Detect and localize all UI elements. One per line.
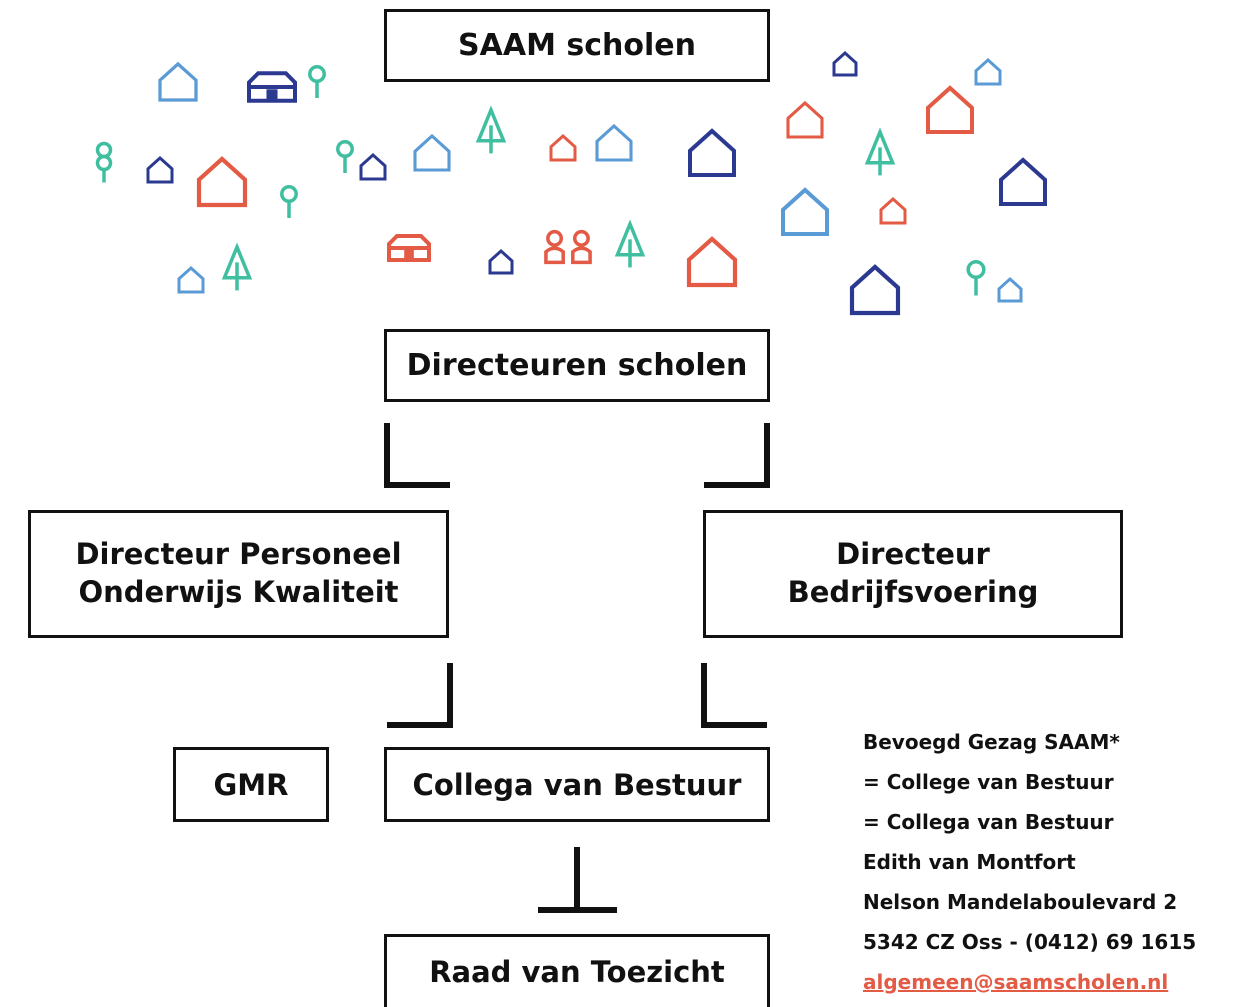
- connector-schools-right: [704, 423, 770, 488]
- directeuren-scholen-label: Directeuren scholen: [406, 348, 748, 383]
- info-address: Nelson Mandelaboulevard 2: [863, 890, 1178, 914]
- house-icon: [158, 61, 198, 102]
- house-icon: [688, 128, 736, 177]
- pin-icon: [966, 259, 986, 296]
- info-line-collega: = Collega van Bestuur: [863, 810, 1114, 834]
- contact-info: Bevoegd Gezag SAAM* = College van Bestuu…: [863, 722, 1196, 1002]
- tree-icon: [475, 105, 507, 154]
- house-icon: [359, 152, 387, 181]
- building-icon: [387, 234, 431, 262]
- tree-icon: [614, 219, 646, 268]
- saam-scholen-label: SAAM scholen: [458, 28, 696, 63]
- info-line-college: = College van Bestuur: [863, 770, 1114, 794]
- directeur-bedrijfsvoering-line1: Directeur: [836, 537, 990, 572]
- house-icon: [488, 248, 514, 275]
- house-icon: [196, 156, 248, 208]
- house-icon: [595, 123, 633, 162]
- pin-icon: [280, 185, 298, 218]
- connector-schools-left: [384, 423, 450, 488]
- connector-board-right: [701, 663, 767, 728]
- house-icon: [974, 57, 1002, 86]
- directeur-bedrijfsvoering-box: Directeur Bedrijfsvoering: [703, 510, 1123, 638]
- house-icon: [686, 236, 738, 288]
- directeur-bedrijfsvoering-line2: Bedrijfsvoering: [787, 575, 1039, 609]
- house-icon: [999, 157, 1047, 206]
- double-pin-icon: [95, 141, 113, 183]
- directeuren-scholen-box: Directeuren scholen: [384, 329, 770, 402]
- collega-van-bestuur-label: Collega van Bestuur: [412, 767, 742, 802]
- house-icon: [413, 133, 451, 172]
- raad-van-toezicht-label: Raad van Toezicht: [429, 955, 725, 989]
- gmr-label: GMR: [213, 767, 289, 802]
- collega-van-bestuur-box: Collega van Bestuur: [384, 747, 770, 822]
- house-icon: [146, 155, 174, 184]
- saam-scholen-box: SAAM scholen: [384, 9, 770, 82]
- pin-icon: [308, 65, 326, 98]
- house-icon: [177, 265, 205, 294]
- raad-van-toezicht-box: Raad van Toezicht: [384, 934, 770, 1007]
- info-name: Edith van Montfort: [863, 850, 1076, 874]
- directeur-personeel-line2: Onderwijs Kwaliteit: [78, 575, 399, 609]
- directeur-personeel-box: Directeur Personeel Onderwijs Kwaliteit: [28, 510, 449, 638]
- house-icon: [832, 50, 858, 77]
- tree-icon: [221, 242, 253, 291]
- gmr-box: GMR: [173, 747, 329, 822]
- house-icon: [926, 85, 974, 134]
- connector-board-left: [387, 663, 453, 728]
- house-icon: [786, 100, 824, 139]
- pin-icon: [336, 140, 354, 173]
- house-icon: [849, 264, 901, 316]
- icon-cluster: [95, 50, 1047, 316]
- tree-icon: [864, 127, 896, 176]
- directeur-personeel-line1: Directeur Personeel: [75, 537, 402, 572]
- email-link[interactable]: algemeen@saamscholen.nl: [863, 970, 1169, 994]
- info-heading: Bevoegd Gezag SAAM*: [863, 730, 1120, 754]
- house-icon: [879, 196, 907, 225]
- people-icon: [544, 229, 592, 265]
- house-icon: [781, 187, 829, 236]
- info-city-phone: 5342 CZ Oss - (0412) 69 1615: [863, 930, 1197, 954]
- building-icon: [247, 71, 297, 103]
- house-icon: [549, 133, 577, 162]
- house-icon: [997, 276, 1023, 303]
